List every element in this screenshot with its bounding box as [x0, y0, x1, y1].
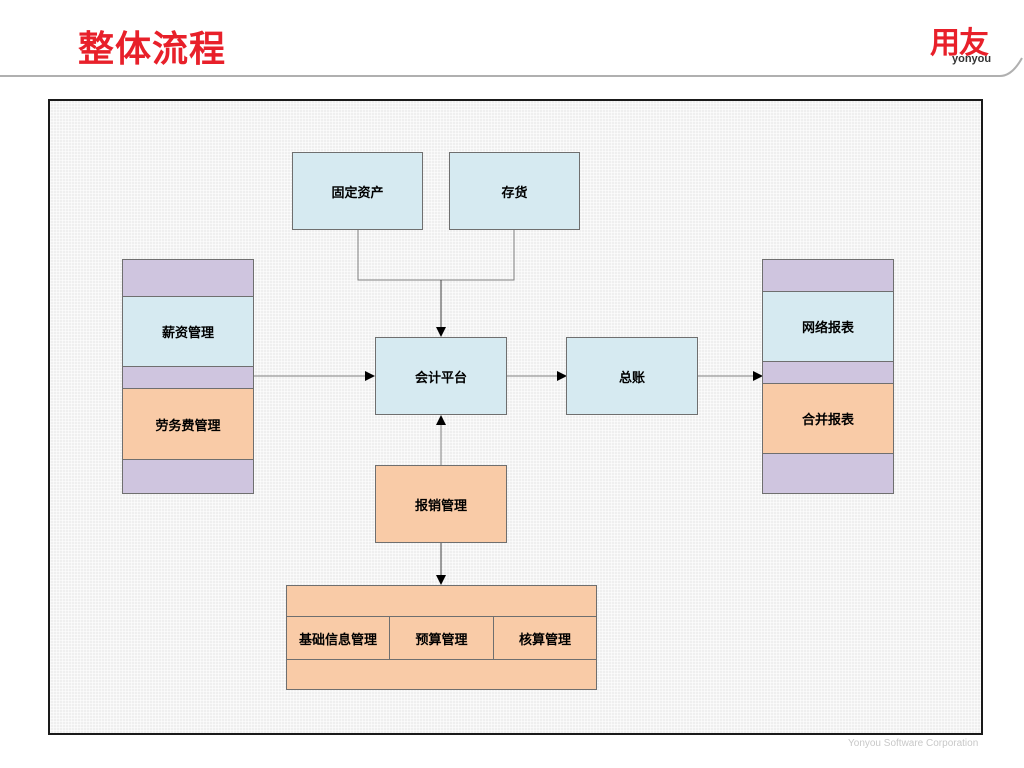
consolidated-report-box: 合并报表 [762, 383, 894, 454]
expense-mgmt-box: 报销管理 [375, 465, 507, 543]
page-title: 整体流程 [78, 29, 227, 70]
accounting-check-box: 核算管理 [493, 616, 597, 660]
footer-text: Yonyou Software Corporation [848, 738, 979, 749]
brand-logo-cn: 用友 [930, 26, 989, 61]
brand-logo-en: yonyou [952, 53, 992, 65]
budget-box: 预算管理 [389, 616, 494, 660]
basic-info-box: 基础信息管理 [286, 616, 390, 660]
general-ledger-box: 总账 [566, 337, 698, 415]
labor-fee-box: 劳务费管理 [122, 388, 254, 460]
fixed-assets-box: 固定资产 [292, 152, 423, 230]
payroll-box: 薪资管理 [122, 296, 254, 367]
accounting-platform-box: 会计平台 [375, 337, 507, 415]
header-divider [0, 57, 1023, 77]
inventory-box: 存货 [449, 152, 580, 230]
network-report-box: 网络报表 [762, 291, 894, 362]
